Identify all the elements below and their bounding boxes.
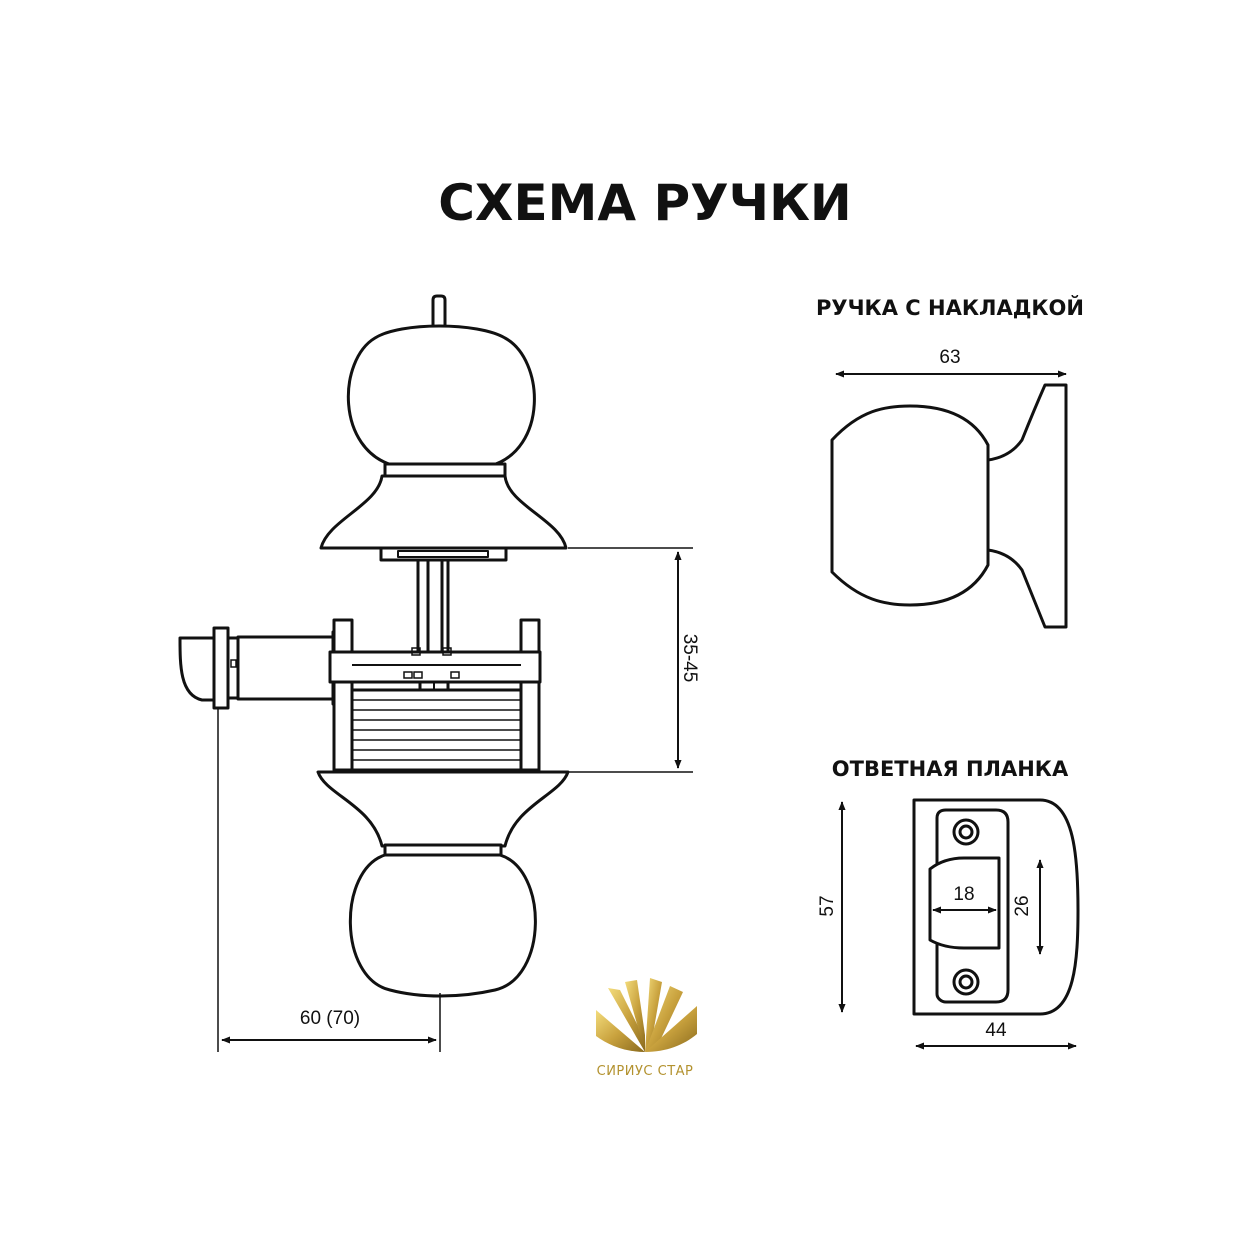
opening-width-label: 18	[953, 884, 974, 905]
backset-label: 60 (70)	[300, 1008, 360, 1029]
handle-with-rose-dimension: 63	[835, 347, 1067, 378]
brand-logo: СИРИУС СТАР	[596, 978, 697, 1079]
knob-assembly-drawing	[178, 294, 570, 998]
handle-with-rose-heading: РУЧКА С НАКЛАДКОЙ	[816, 295, 1084, 320]
strike-plate-drawing	[912, 798, 1080, 1016]
door-thickness-dimension: 35-45	[568, 547, 700, 773]
brand-name: СИРИУС СТАР	[597, 1064, 694, 1079]
page-title: СХЕМА РУЧКИ	[438, 174, 852, 232]
opening-height-label: 26	[1012, 895, 1033, 916]
strike-plate-dimensions: 18 26 57 44	[817, 801, 1077, 1050]
handle-length-label: 63	[939, 347, 960, 368]
handle-with-rose-drawing	[830, 383, 1068, 629]
strike-plate-heading: ОТВЕТНАЯ ПЛАНКА	[832, 757, 1069, 781]
door-thickness-label: 35-45	[679, 634, 700, 683]
gold-sunburst-logo-icon	[596, 978, 697, 1052]
strike-height-label: 57	[817, 895, 838, 916]
backset-dimension: 60 (70)	[217, 708, 441, 1052]
strike-width-label: 44	[985, 1020, 1007, 1041]
